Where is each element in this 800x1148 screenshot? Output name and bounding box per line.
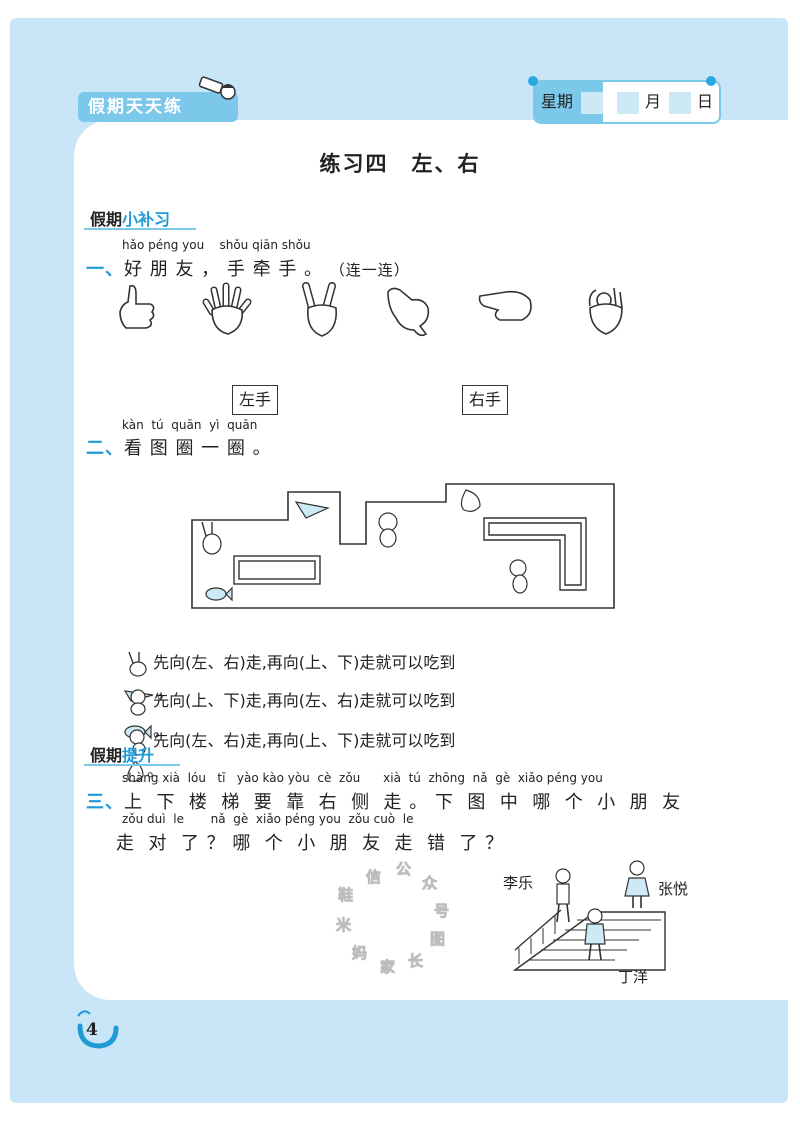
month-slot[interactable] [617, 92, 639, 114]
monkey-icon [129, 728, 146, 756]
child-zhang-yue [624, 860, 650, 908]
brand-banner: 假期天天练 [78, 92, 238, 122]
q3-line-2: 走 对 了 ？ 哪 个 小 朋 友 走 错 了 ？ [116, 833, 505, 854]
option-up[interactable]: 上 [191, 691, 208, 710]
section-underline [84, 764, 180, 766]
week-slot[interactable] [581, 92, 603, 114]
monkey-icon [509, 559, 528, 594]
option-left[interactable]: 左 [305, 691, 322, 710]
cat-icon [130, 688, 146, 716]
kid-reading-icon [198, 76, 236, 100]
open-hand-icon[interactable] [200, 282, 256, 338]
cat-icon [378, 512, 398, 548]
option-left[interactable]: 左 [191, 731, 208, 750]
thumbs-up-hand-icon[interactable] [112, 282, 162, 338]
option-right[interactable]: 右 [337, 691, 354, 710]
child-ding-yang [584, 908, 606, 961]
peach-icon [460, 489, 481, 512]
q3-pinyin-2: zǒu duì le nǎ gè xiǎo péng you zǒu cuò l… [122, 812, 414, 826]
option-down[interactable]: 下 [223, 691, 240, 710]
svg-text:众: 众 [422, 874, 437, 892]
q1-line: 一、好 朋 友 ， 手 牵 手 。 （连一连） [86, 259, 410, 280]
svg-text:家: 家 [380, 958, 395, 976]
right-hand-label[interactable]: 右手 [462, 385, 509, 415]
svg-text:米: 米 [336, 916, 352, 934]
svg-text:图: 图 [430, 930, 445, 948]
name-zhang-yue: 张悦 [658, 880, 689, 898]
q1-pinyin: hǎo péng you shǒu qiān shǒu [122, 238, 311, 252]
pointing-down-hand-icon[interactable] [382, 282, 436, 338]
section-heading-advance: 假期提升 [90, 746, 155, 765]
rabbit-icon [128, 651, 147, 677]
child-li-le [555, 868, 571, 923]
pointing-left-hand-icon[interactable] [476, 282, 536, 328]
svg-text:号: 号 [434, 902, 449, 920]
month-label: 月 [645, 92, 662, 111]
ok-hand-icon[interactable] [582, 282, 628, 340]
route-row-monkey: 先向(左、右)走,再向(上、下)走就可以吃到 。 [113, 696, 455, 782]
section-heading-review: 假期小补习 [90, 210, 171, 229]
option-up[interactable]: 上 [305, 653, 322, 672]
q3-pinyin-1: shàng xià lóu tī yào kào yòu cè zǒu xià … [122, 771, 603, 785]
svg-text:鞋: 鞋 [338, 886, 353, 904]
left-hand-label[interactable]: 左手 [232, 385, 279, 415]
name-ding-yang: 丁洋 [618, 968, 649, 986]
option-left[interactable]: 左 [191, 653, 208, 672]
q2-line: 二、看 图 圈 一 圈 。 [86, 438, 272, 459]
pin-icon [528, 76, 538, 86]
staircase-illustration [512, 860, 666, 971]
watermark-stamp: 鞋信公众 号图长家 妈米 [336, 860, 450, 976]
maze-map [191, 483, 615, 609]
page-number: 4 [86, 1020, 98, 1040]
q2-pinyin: kàn tú quān yì quān [122, 418, 258, 432]
victory-hand-icon[interactable] [300, 282, 344, 342]
pin-icon [706, 76, 716, 86]
option-down[interactable]: 下 [337, 731, 354, 750]
option-up[interactable]: 上 [305, 731, 322, 750]
name-li-le: 李乐 [503, 874, 534, 892]
date-box: 星期 月 日 [533, 80, 721, 124]
svg-text:长: 长 [408, 952, 424, 970]
route-row-cat: 先向(上、下)走,再向(左、右)走就可以吃到 。 [113, 656, 455, 740]
route-row-rabbit: 先向(左、右)走,再向(上、下)走就可以吃到 。 [113, 618, 455, 702]
q3-line-1: 三、上 下 楼 梯 要 靠 右 侧 走 。 下 图 中 哪 个 小 朋 友 [86, 792, 682, 813]
day-label: 日 [697, 92, 714, 111]
option-right[interactable]: 右 [223, 731, 240, 750]
section-underline [84, 228, 196, 230]
fish-icon [205, 586, 233, 602]
day-slot[interactable] [669, 92, 691, 114]
svg-text:公: 公 [396, 860, 411, 878]
carrot-icon [294, 501, 330, 519]
svg-text:信: 信 [366, 868, 381, 886]
option-down[interactable]: 下 [337, 653, 354, 672]
svg-text:妈: 妈 [352, 944, 367, 962]
peach-icon [127, 760, 144, 782]
page-number-swirl-icon [77, 1010, 119, 1049]
page-title: 练习四 左、右 [319, 152, 481, 176]
rabbit-icon [201, 521, 222, 555]
option-right[interactable]: 右 [223, 653, 240, 672]
